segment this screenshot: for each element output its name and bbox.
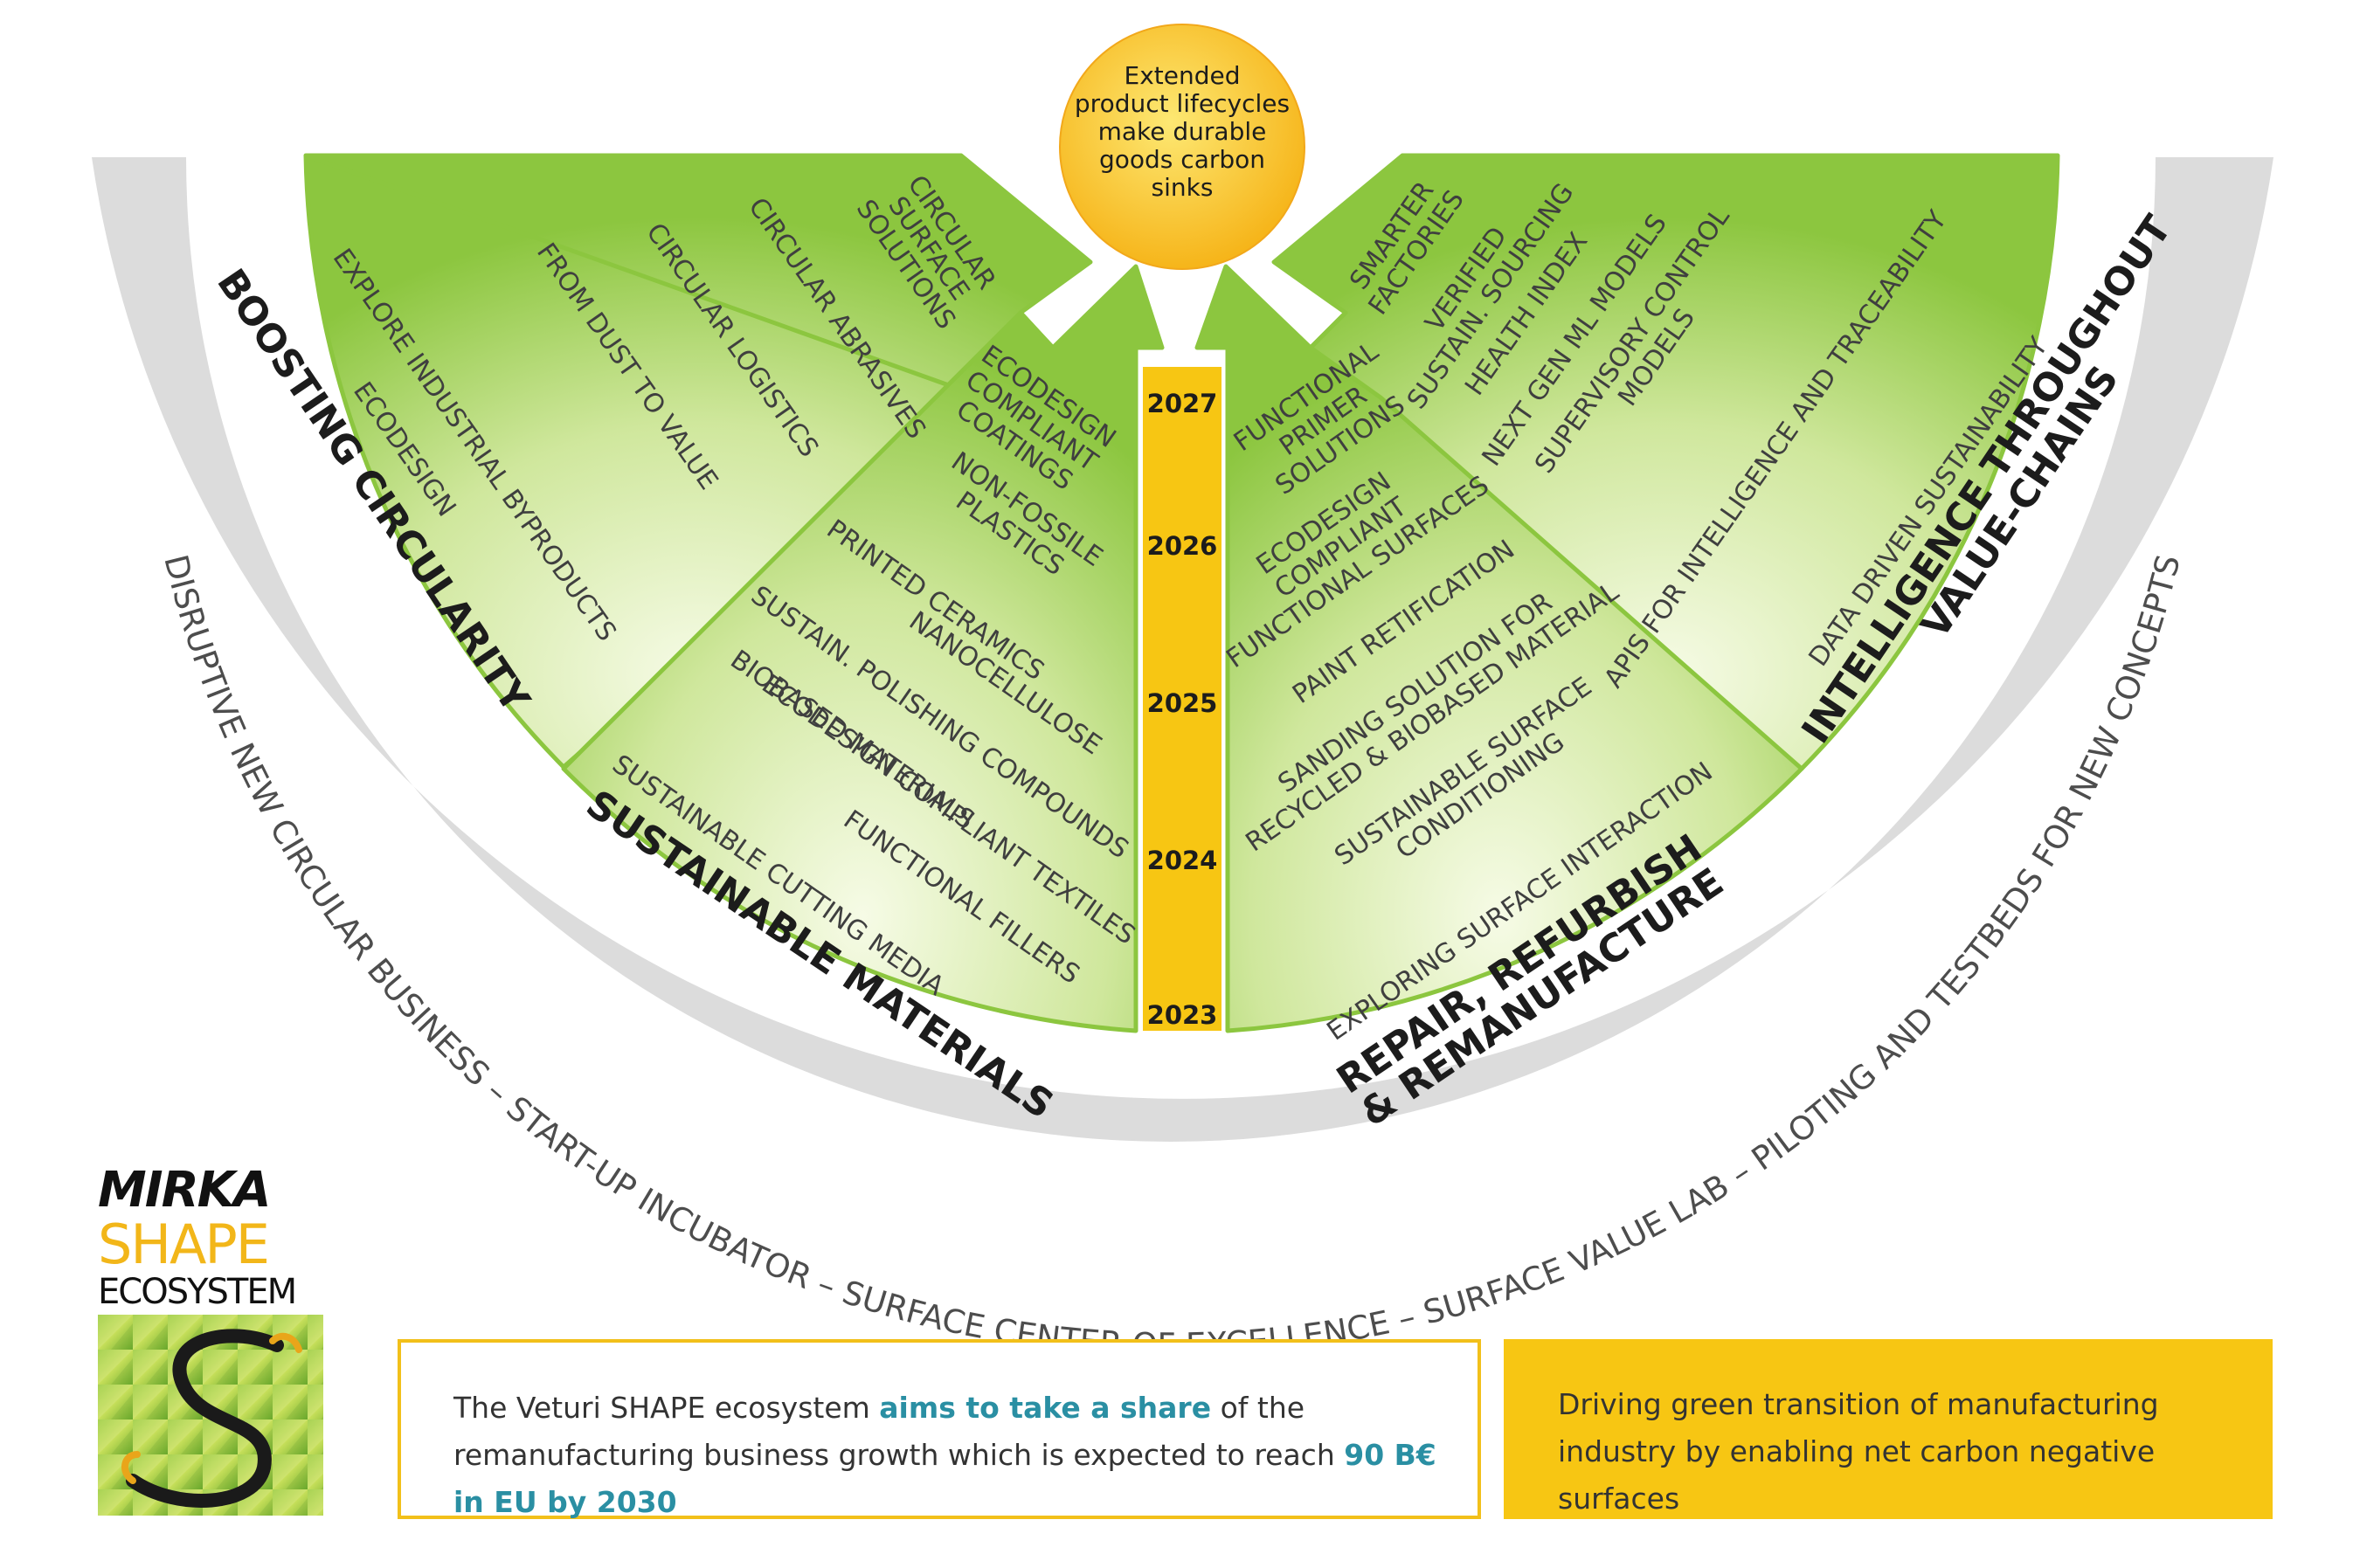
timeline-year: 2027: [1147, 389, 1218, 418]
timeline-bar: [1143, 367, 1221, 1031]
center-text-line: product lifecycles: [1075, 89, 1290, 118]
logo-mirka: MIRKA: [98, 1162, 271, 1219]
logo-ecosystem: ECOSYSTEM: [98, 1272, 297, 1312]
timeline-years: 2027 2026 2025 2024 2023: [1147, 389, 1218, 1030]
timeline-year: 2024: [1147, 846, 1218, 875]
sector-sustainable-materials: [561, 264, 1165, 1033]
timeline-year: 2023: [1147, 1000, 1218, 1030]
box-right-text: Driving green transition of manufacturin…: [1558, 1387, 2159, 1516]
box-left-text-2: of the remanufacturing business growth w…: [453, 1391, 1345, 1472]
box-left-highlight-1: aims to take a share: [879, 1391, 1212, 1425]
center-text-line: sinks: [1152, 173, 1214, 202]
center-text-line: goods carbon: [1099, 145, 1265, 174]
center-circle: [1059, 24, 1305, 270]
center-text-line: Extended: [1125, 61, 1241, 90]
box-left-text-1: The Veturi SHAPE ecosystem: [453, 1391, 880, 1425]
timeline-year: 2025: [1147, 688, 1218, 718]
center-text-line: make durable: [1098, 117, 1267, 146]
box-left-highlight-2: 90 B€ in EU by 2030: [453, 1438, 1436, 1519]
timeline-year: 2026: [1147, 531, 1218, 561]
logo-s-emblem-icon: [98, 1315, 323, 1516]
info-box-left: The Veturi SHAPE ecosystem aims to take …: [398, 1339, 1481, 1519]
logo-shape: SHAPE: [98, 1212, 270, 1276]
mirka-shape-logo: MIRKA SHAPE ECOSYSTEM: [98, 1162, 325, 1516]
info-box-right: Driving green transition of manufacturin…: [1504, 1339, 2273, 1519]
sector-intelligence: [1271, 153, 2060, 771]
